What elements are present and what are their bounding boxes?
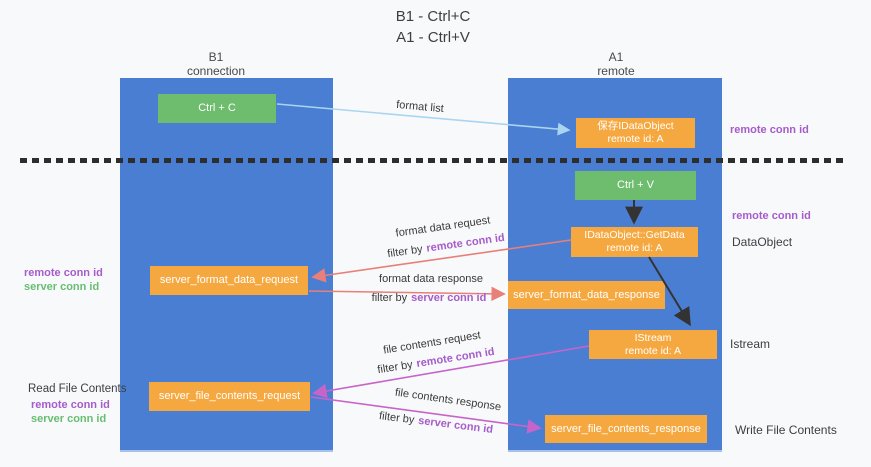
- server-conn-id-annotation-left-1: server conn id: [24, 281, 100, 293]
- node-server-file-contents-request: server_file_contents_request: [149, 382, 310, 411]
- remote-conn-id-text: remote conn id: [425, 231, 506, 255]
- node-getdata-line2: remote id: A: [606, 242, 663, 254]
- node-getdata-line1: IDataObject::GetData: [584, 229, 685, 241]
- lane-left-subtitle: connection: [186, 64, 246, 78]
- istream-annotation: Istream: [730, 337, 771, 351]
- node-istream-line2: remote id: A: [624, 344, 682, 357]
- diagram-title: B1 - Ctrl+C A1 - Ctrl+V: [328, 6, 538, 48]
- filter-by-text: filter by: [376, 358, 414, 377]
- filter-by-text: filter by: [386, 243, 424, 261]
- lane-left-header: B1 connection: [141, 50, 291, 78]
- remote-conn-id-annotation-top: remote conn id: [730, 124, 809, 136]
- node-save-dataobject-line2: remote id: A: [607, 133, 664, 145]
- node-istream: IStream remote id: A: [589, 330, 717, 359]
- server-conn-id-text: server conn id: [411, 292, 487, 304]
- remote-conn-id-annotation-left-1: remote conn id: [24, 267, 103, 279]
- node-save-dataobject: 保存IDataObject remote id: A: [576, 118, 695, 148]
- node-server-file-contents-response: server_file_contents_response: [545, 415, 707, 443]
- node-ctrl-v-label: Ctrl + V: [617, 179, 654, 191]
- read-file-contents-annotation: Read File Contents: [28, 383, 127, 395]
- title-line-2: A1 - Ctrl+V: [396, 29, 470, 46]
- node-ctrl-c-label: Ctrl + C: [198, 102, 236, 114]
- filter-by-text: filter by: [378, 410, 416, 427]
- dataobject-annotation: DataObject: [732, 235, 793, 249]
- lane-left-name: B1: [208, 50, 224, 64]
- node-getdata: IDataObject::GetData remote id: A: [571, 227, 698, 257]
- write-file-contents-annotation: Write File Contents: [735, 423, 837, 437]
- node-server-file-contents-request-label: server_file_contents_request: [158, 390, 301, 402]
- server-conn-id-text: server conn id: [417, 414, 494, 436]
- format-data-response-label: format data response: [379, 273, 483, 285]
- node-istream-line1: IStream: [634, 331, 672, 344]
- format-list-label: format list: [395, 98, 445, 116]
- remote-conn-id-annotation-left-2: remote conn id: [31, 399, 110, 411]
- lane-right-subtitle: remote: [597, 64, 635, 78]
- node-ctrl-v: Ctrl + V: [575, 171, 696, 200]
- node-save-dataobject-line1: 保存IDataObject: [597, 120, 674, 132]
- lane-right-name: A1: [608, 50, 624, 64]
- remote-conn-id-annotation-mid: remote conn id: [732, 210, 811, 222]
- node-server-file-contents-response-label: server_file_contents_response: [551, 422, 701, 435]
- node-server-format-data-response-label: server_format_data_response: [513, 288, 660, 301]
- dashed-separator: [20, 158, 846, 163]
- node-server-format-data-response: server_format_data_response: [508, 281, 665, 309]
- node-server-format-data-request: server_format_data_request: [150, 266, 308, 295]
- node-ctrl-c: Ctrl + C: [158, 94, 276, 123]
- node-server-format-data-request-label: server_format_data_request: [159, 274, 299, 286]
- file-contents-response-label: file contents response: [394, 386, 502, 414]
- server-conn-id-annotation-left-2: server conn id: [31, 413, 107, 425]
- filter-by-text: filter by: [371, 292, 408, 304]
- lane-right-header: A1 remote: [541, 50, 691, 78]
- title-line-1: B1 - Ctrl+C: [395, 8, 471, 25]
